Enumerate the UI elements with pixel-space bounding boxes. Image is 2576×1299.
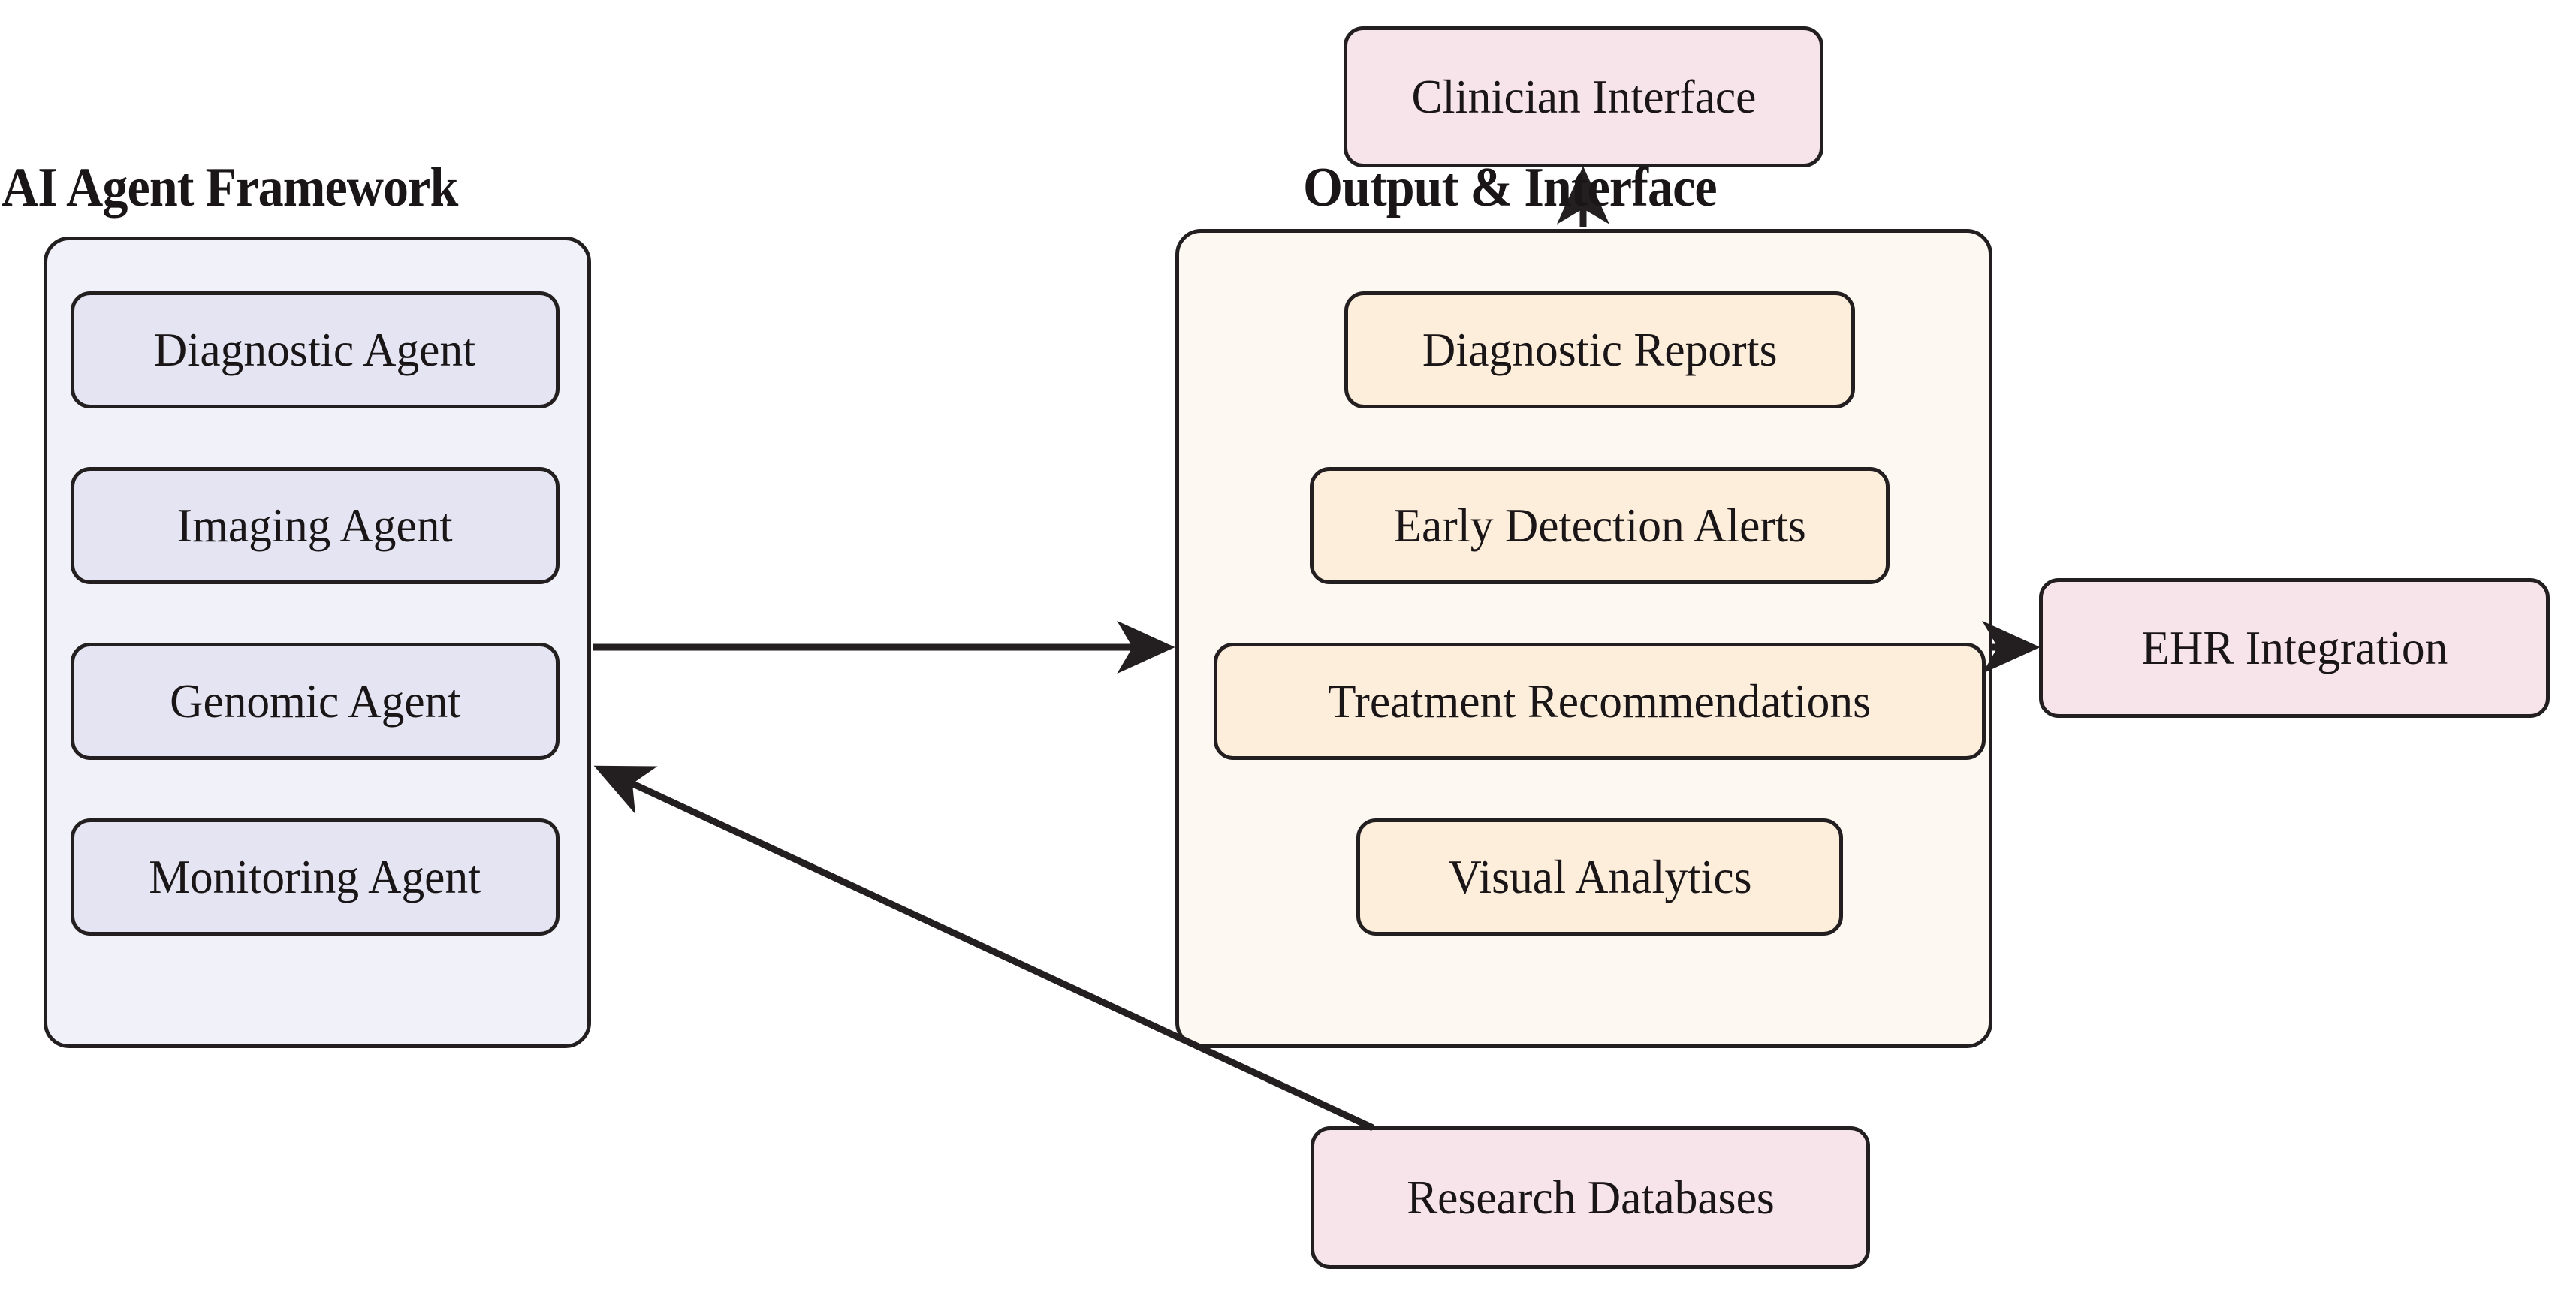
- node-genomic-agent[interactable]: Genomic Agent: [71, 643, 560, 760]
- group-title-ai-agent-framework: AI Agent Framework: [2, 157, 458, 219]
- node-treatment-recommendations[interactable]: Treatment Recommendations: [1214, 643, 1986, 760]
- node-label-genomic-agent: Genomic Agent: [169, 674, 461, 728]
- node-diagnostic-reports[interactable]: Diagnostic Reports: [1344, 291, 1855, 408]
- node-imaging-agent[interactable]: Imaging Agent: [71, 467, 560, 584]
- node-label-diagnostic-agent: Diagnostic Agent: [154, 323, 476, 376]
- node-label-imaging-agent: Imaging Agent: [177, 499, 453, 552]
- node-label-diagnostic-reports: Diagnostic Reports: [1422, 323, 1778, 376]
- group-title-output-interface: Output & Interface: [1303, 157, 1718, 219]
- node-diagnostic-agent[interactable]: Diagnostic Agent: [71, 291, 560, 408]
- node-monitoring-agent[interactable]: Monitoring Agent: [71, 818, 560, 936]
- node-label-treatment-recommendations: Treatment Recommendations: [1328, 674, 1872, 728]
- node-research-databases[interactable]: Research Databases: [1311, 1126, 1870, 1269]
- node-clinician-interface[interactable]: Clinician Interface: [1344, 26, 1823, 167]
- node-label-visual-analytics: Visual Analytics: [1447, 850, 1752, 903]
- node-label-monitoring-agent: Monitoring Agent: [149, 850, 481, 903]
- node-label-clinician-interface: Clinician Interface: [1411, 70, 1756, 123]
- node-ehr-integration[interactable]: EHR Integration: [2039, 578, 2550, 718]
- node-label-research-databases: Research Databases: [1406, 1171, 1775, 1224]
- node-label-early-detection-alerts: Early Detection Alerts: [1393, 499, 1806, 552]
- node-visual-analytics[interactable]: Visual Analytics: [1356, 818, 1843, 936]
- node-early-detection-alerts[interactable]: Early Detection Alerts: [1310, 467, 1890, 584]
- node-label-ehr-integration: EHR Integration: [2141, 621, 2448, 674]
